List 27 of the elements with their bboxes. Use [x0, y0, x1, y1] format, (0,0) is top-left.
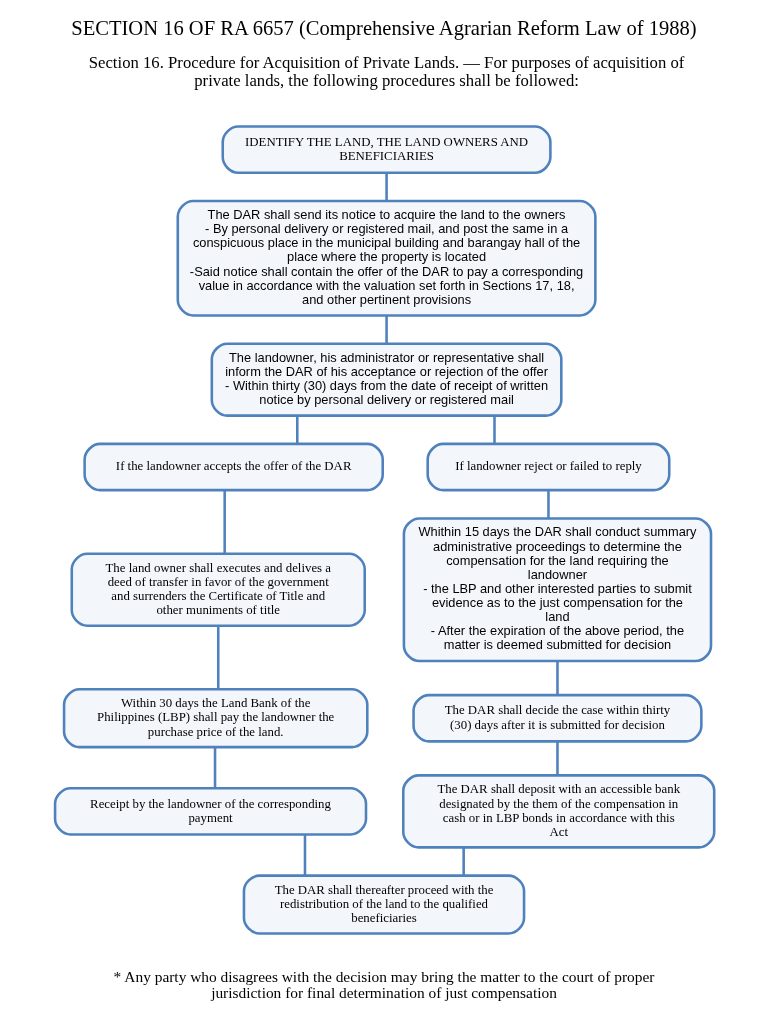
connector — [493, 415, 496, 444]
node-box: If landowner reject or failed to reply — [426, 442, 671, 492]
connector — [547, 490, 550, 519]
node-box: IDENTIFY THE LAND, THE LAND OWNERS AND BENEFICIARIES — [221, 125, 552, 175]
node-box: Receipt by the landowner of the corresponding payment — [53, 786, 368, 836]
caption: * Any party who disagrees with the decision may bring the matter to the court of proper jurisdiction for final determination of just compensation — [113, 967, 655, 1002]
connector — [462, 847, 465, 876]
connector — [216, 625, 220, 690]
node-box: The land owner shall executes and delives a deed of transfer in favor of the government and surrenders the Certificate of Title and other muniments of title — [70, 552, 366, 627]
connector — [385, 173, 388, 201]
node-box: If the landowner accepts the offer of the DAR — [83, 442, 384, 492]
node-box: The DAR shall decide the case within thirty (30) days after it is submitted for decision — [412, 693, 703, 743]
connector — [303, 834, 307, 876]
node-box: Within 30 days the Land Bank of the Philippines (LBP) shall pay the landowner the purchase price of the land. — [62, 688, 369, 749]
node-box: Whithin 15 days the DAR shall conduct summary administrative proceedings to determine the compensation for the land requiring the landowner - the LBP and other interested parties to submit evidence as to the just compensation for the land - After the expiration of the above period, the matter is deemed submitted for decision — [402, 517, 713, 663]
connector — [213, 747, 217, 788]
connector — [556, 661, 559, 695]
node-box: The landowner, his administrator or representative shall inform the DAR of his acceptance or rejection of the offer - Within thirty (30) days from the date of receipt of written notice by personal delivery or registered mail — [210, 342, 563, 417]
diagram-title: SECTION 16 OF RA 6657 (Comprehensive Agrarian Reform Law of 1988) — [71, 17, 697, 40]
connector — [385, 315, 388, 344]
connector — [556, 741, 559, 776]
connector — [223, 490, 226, 554]
node-box: The DAR shall thereafter proceed with the redistribution of the land to the qualified beneficiaries — [242, 874, 526, 935]
connector — [296, 415, 299, 444]
node-box: The DAR shall send its notice to acquire the land to the owners - By personal delivery or registered mail, and post the same in a conspicuous place in the municipal building and barangay hall of the place where the property is located -Said notice shall contain the offer of the DAR to pay a corresponding value in accordance with the valuation set forth in Sections 17, 18, and other pertinent provisions — [176, 199, 597, 317]
node-box: The DAR shall deposit with an accessible bank designated by the them of the compensation in cash or in LBP bonds in accordance with this Act — [402, 774, 716, 849]
label: Section 16. Procedure for Acquisition of Private Lands. — For purposes of acquisition of private lands, the following procedures shall be followed: — [88, 52, 685, 90]
